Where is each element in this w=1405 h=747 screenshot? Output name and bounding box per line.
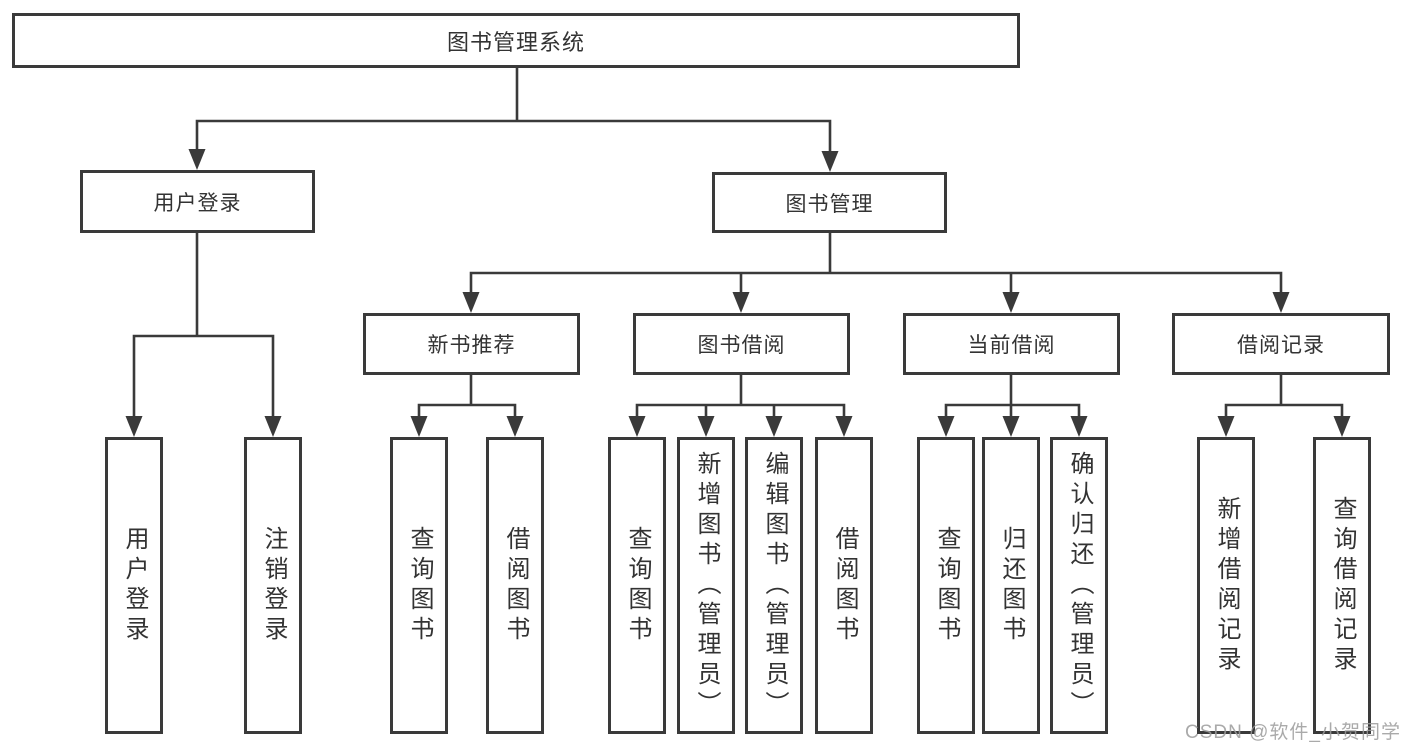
- node-new-book-recommendation: 新书推荐: [363, 313, 580, 375]
- leaf-borrow-books: 借阅图书: [815, 437, 873, 734]
- connector-root-to-level2: [188, 66, 839, 172]
- node-label: 图书管理系统: [446, 29, 585, 55]
- arrowhead: [188, 149, 206, 170]
- leaf-label: 新增借阅记录: [1213, 495, 1240, 676]
- arrowhead: [835, 416, 853, 437]
- leaf-query-borrow-record: 查询借阅记录: [1313, 437, 1371, 734]
- node-user-login: 用户登录: [80, 170, 315, 233]
- connector-book-borrow-children: [628, 373, 853, 437]
- leaf-label: 借阅图书: [502, 525, 529, 646]
- arrowhead: [462, 292, 480, 313]
- arrowhead: [264, 416, 282, 437]
- connector-book-mgmt-to-level3: [462, 231, 1290, 313]
- arrowhead: [732, 292, 750, 313]
- arrowhead: [410, 416, 428, 437]
- node-label: 新书推荐: [427, 334, 516, 357]
- connector-user-login-children: [125, 231, 282, 437]
- leaf-label: 确认归还（管理员）: [1066, 450, 1093, 721]
- csdn-watermark: CSDN @软件_小贺同学: [1185, 722, 1401, 743]
- node-book-management: 图书管理: [712, 172, 947, 233]
- node-borrowing-records: 借阅记录: [1172, 313, 1390, 375]
- arrowhead: [125, 416, 143, 437]
- arrowhead: [628, 416, 646, 437]
- leaf-label: 用户登录: [121, 525, 148, 646]
- node-library-management-system: 图书管理系统: [12, 13, 1020, 68]
- leaf-label: 借阅图书: [831, 525, 858, 646]
- arrowhead: [1070, 416, 1088, 437]
- leaf-confirm-return-admin: 确认归还（管理员）: [1050, 437, 1108, 734]
- arrowhead: [821, 151, 839, 172]
- leaf-query-books-recommend: 查询图书: [390, 437, 448, 734]
- leaf-logout: 注销登录: [244, 437, 302, 734]
- connector-current-borrow-children: [937, 373, 1088, 437]
- node-label: 图书借阅: [697, 334, 786, 357]
- leaf-borrow-books-recommend: 借阅图书: [486, 437, 544, 734]
- leaf-user-login: 用户登录: [105, 437, 163, 734]
- leaf-return-books: 归还图书: [982, 437, 1040, 734]
- node-label: 借阅记录: [1237, 334, 1325, 357]
- node-label: 图书管理: [785, 192, 874, 216]
- node-current-borrowing: 当前借阅: [903, 313, 1120, 375]
- node-label: 用户登录: [153, 191, 242, 215]
- leaf-label: 注销登录: [260, 525, 287, 646]
- leaf-add-book-admin: 新增图书（管理员）: [677, 437, 735, 734]
- connector-borrow-record-children: [1217, 373, 1351, 437]
- node-label: 当前借阅: [967, 334, 1056, 357]
- leaf-label: 查询借阅记录: [1329, 495, 1356, 676]
- arrowhead: [1272, 292, 1290, 313]
- connector-new-book-children: [410, 373, 524, 437]
- leaf-add-borrow-record: 新增借阅记录: [1197, 437, 1255, 734]
- arrowhead: [1002, 292, 1020, 313]
- node-book-borrowing: 图书借阅: [633, 313, 850, 375]
- arrowhead: [506, 416, 524, 437]
- arrowhead: [1333, 416, 1351, 437]
- leaf-query-books-borrow: 查询图书: [608, 437, 666, 734]
- leaf-label: 归还图书: [998, 525, 1025, 646]
- arrowhead: [937, 416, 955, 437]
- leaf-label: 新增图书（管理员）: [693, 450, 720, 721]
- leaf-label: 查询图书: [624, 525, 651, 646]
- arrowhead: [697, 416, 715, 437]
- leaf-label: 查询图书: [406, 525, 433, 646]
- arrowhead: [765, 416, 783, 437]
- leaf-edit-book-admin: 编辑图书（管理员）: [745, 437, 803, 734]
- leaf-label: 编辑图书（管理员）: [761, 450, 788, 721]
- arrowhead: [1217, 416, 1235, 437]
- leaf-label: 查询图书: [933, 525, 960, 646]
- leaf-query-books-current: 查询图书: [917, 437, 975, 734]
- arrowhead: [1002, 416, 1020, 437]
